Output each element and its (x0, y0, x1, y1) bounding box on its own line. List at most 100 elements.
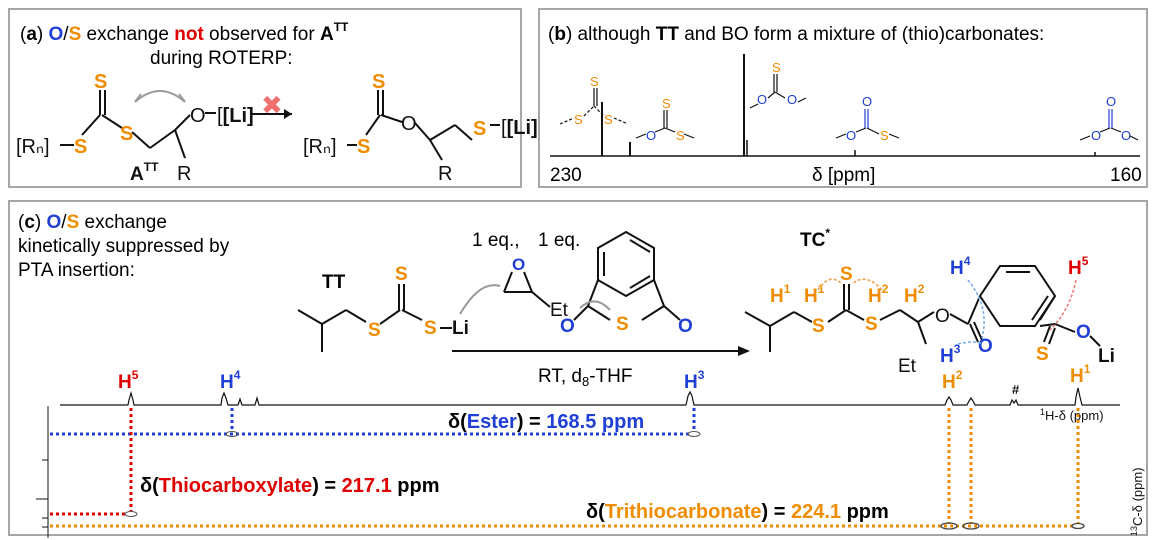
r-label: R (438, 163, 452, 185)
axis-label: δ [ppm] (812, 165, 875, 186)
oxygen-atom: O (678, 316, 693, 337)
cross-peak (687, 431, 701, 437)
structure-os-o: O O S (835, 94, 900, 143)
epoxide-bonds (503, 271, 551, 308)
li-label: Li (452, 318, 469, 339)
panel-c-scheme: (c) O/S exchange kinetically suppressed … (18, 212, 1145, 538)
oxygen-atom: O (1076, 322, 1091, 343)
ethyl-label: Et (898, 356, 917, 377)
hmbc-correlation-arrows (817, 278, 1077, 345)
oxygen-atom: O (512, 255, 525, 274)
r-label: R (177, 163, 191, 185)
tc-h1-label: H1 (804, 282, 825, 307)
sulfur-atom: S (1036, 344, 1049, 365)
sulfur-atom: S (395, 264, 408, 285)
tt-bonds (297, 284, 452, 352)
tt-label: TT (322, 272, 346, 293)
svg-text:O: O (1106, 94, 1116, 109)
cross-icon: ✖ (261, 90, 283, 120)
svg-text:S: S (880, 128, 889, 143)
ester-shift-label: δ(Ester) = 168.5 ppm (448, 411, 644, 433)
axis-right-value: 160 (1110, 165, 1142, 186)
attack-arrow (579, 300, 611, 311)
ester-correlation-lines (50, 408, 696, 436)
svg-text:S: S (604, 112, 613, 127)
tc-h3-label: H3 (940, 342, 961, 367)
li-label: [[Li] (217, 105, 254, 127)
sulfur-atom: S (473, 118, 486, 140)
sulfur-atom: S (368, 320, 381, 341)
sulfur-atom: S (616, 314, 629, 335)
att-label: ATT (130, 160, 159, 185)
svg-text:O: O (757, 92, 767, 107)
panel-c-heading-line2: kinetically suppressed by (18, 236, 230, 257)
sulfur-atom: S (372, 71, 385, 93)
thiocarboxylate-correlation-lines (50, 408, 133, 516)
sulfur-atom: S (840, 264, 853, 285)
trithiocarbonate-correlation-lines (50, 408, 1080, 528)
rn-label: [Rₙ] (303, 136, 337, 158)
cross-peak (962, 522, 980, 530)
svg-text:S: S (574, 112, 583, 127)
oxygen-atom: O (935, 306, 950, 327)
cross-peak (940, 522, 958, 530)
sulfur-atom: S (120, 123, 133, 145)
spectrum-h3-label: H3 (684, 368, 705, 393)
eq-epoxide: 1 eq., (472, 230, 520, 251)
reaction-conditions: RT, d8-THF (538, 366, 633, 389)
sulfur-atom: S (812, 316, 825, 337)
trithiocarbonate-shift-label: δ(Trithiocarbonate) = 224.1 ppm (586, 501, 889, 523)
oxygen-atom: O (560, 316, 575, 337)
rn-label: [Rₙ] (16, 136, 50, 158)
proton-axis-label: 1H-δ (ppm) (1040, 407, 1104, 423)
arrow-head (738, 346, 750, 356)
panel-a-scheme: (a) O/S exchange not observed for ATT du… (16, 20, 538, 185)
structure-ooo: O O O (1079, 94, 1139, 143)
arrow-head (284, 109, 292, 119)
ethyl-label: Et (550, 300, 569, 321)
axis-left-value: 230 (550, 165, 582, 186)
reactant-bonds (60, 90, 216, 159)
oxygen-atom: O (978, 336, 993, 357)
panel-b: (b) although TT and BO form a mixture of… (538, 8, 1148, 188)
panel-a-heading-line2: during ROTERP: (150, 48, 293, 69)
tc-label: TC* (800, 226, 830, 251)
tc-h5-label: H5 (1068, 254, 1089, 279)
svg-text:O: O (1121, 128, 1131, 143)
spectrum-h5-label: H5 (118, 368, 139, 393)
tc-h2-label: H2 (868, 282, 889, 307)
sulfur-atom: S (865, 314, 878, 335)
svg-text:S: S (662, 96, 671, 111)
sulfur-atom: S (74, 136, 87, 158)
tc-h2-label: H2 (904, 282, 925, 307)
tc-h4-label: H4 (950, 254, 971, 279)
impurity-hash: # (1012, 382, 1020, 397)
spectrum-h2-label: H2 (942, 368, 963, 393)
panel-a: (a) O/S exchange not observed for ATT du… (8, 8, 538, 188)
panel-c-heading-line3: PTA insertion: (18, 260, 135, 281)
svg-text:S: S (772, 60, 781, 75)
cross-peak (225, 431, 239, 437)
panel-c: (c) O/S exchange kinetically suppressed … (8, 200, 1148, 538)
svg-text:S: S (676, 128, 685, 143)
panel-c-heading: (c) O/S exchange (18, 212, 167, 233)
structure-sss: S S S (559, 74, 629, 127)
spectrum-h4-label: H4 (220, 368, 241, 393)
cross-peak (124, 511, 138, 517)
sulfur-atom: S (94, 71, 107, 93)
panel-b-heading: (b) although TT and BO form a mixture of… (548, 24, 1044, 45)
sulfur-atom: S (424, 318, 437, 339)
oxygen-atom: O (401, 113, 417, 135)
panel-a-heading: (a) O/S exchange not observed for ATT (20, 20, 349, 45)
svg-text:O: O (846, 128, 856, 143)
li-label: [[Li] (501, 117, 538, 139)
carbon-axis-label: 13C-δ (ppm) (1129, 467, 1145, 536)
proton-spectrum-trace (60, 387, 1120, 406)
oxygen-atom: O (190, 105, 206, 127)
thiocarboxylate-shift-label: δ(Thiocarboxylate) = 217.1 ppm (140, 475, 439, 497)
svg-text:O: O (862, 94, 872, 109)
structure-oso: S O O (749, 60, 807, 109)
carbon-axis-ticks (36, 459, 48, 528)
attack-arrow (459, 284, 501, 315)
spectrum-h1-label: H1 (1070, 362, 1091, 387)
